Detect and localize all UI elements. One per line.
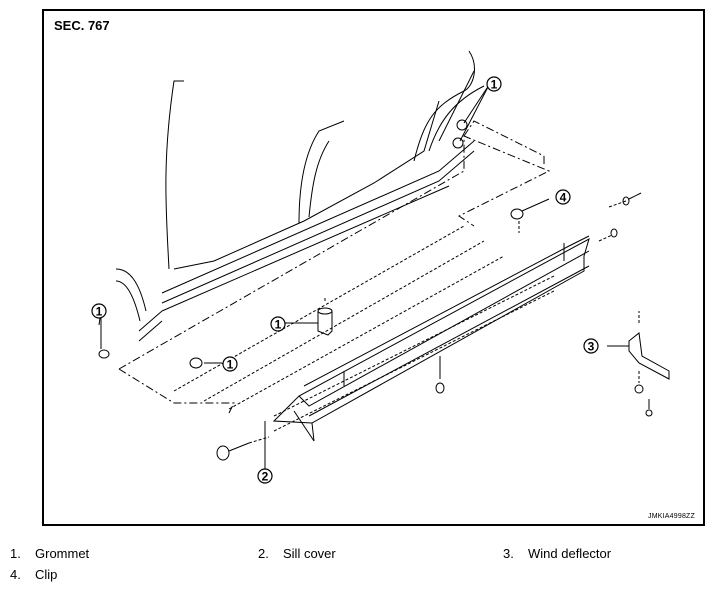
bolt-bottom [435,356,445,394]
sill-cover-exploded-diagram: 1 1 1 1 2 3 4 [91,50,670,484]
callout-group: 1 1 1 1 2 3 4 [91,76,599,484]
callout-4: 4 [555,189,571,205]
callout-4-text: 4 [560,191,567,205]
grommet-lower [189,357,222,369]
callout-1-lower-text: 1 [227,358,234,372]
screw-front [216,436,270,461]
bolts-rear [598,192,642,242]
legend-number: 3. [503,546,514,561]
legend-name: Clip [35,567,58,582]
legend-number: 2. [258,546,269,561]
panel-grid [173,225,555,432]
callout-2: 2 [257,468,273,484]
sill-cover-body [272,235,590,442]
reference-code: JMKIA4998ZZ [648,513,695,520]
clip-part [510,198,550,233]
section-label: SEC. 767 [54,18,110,33]
callout-1-center-text: 1 [275,318,282,332]
wind-deflector-part [607,311,670,417]
callout-1-upper: 1 [486,76,502,92]
legend-number: 1. [10,546,21,561]
callout-3-text: 3 [588,340,595,354]
callout-1-lower: 1 [222,356,238,372]
legend-name: Sill cover [283,546,336,561]
callout-3: 3 [583,338,599,354]
legend-number: 4. [10,567,21,582]
callout-1-upper-text: 1 [491,78,498,92]
diagram-frame: 1 1 1 1 2 3 4 [42,9,705,526]
legend-name: Wind deflector [528,546,612,561]
callout-1-center: 1 [270,316,286,332]
callout-1-left: 1 [91,303,107,319]
vehicle-body-outline [115,50,485,342]
grommets-upper [452,84,490,149]
legend-name: Grommet [35,546,90,561]
callout-2-text: 2 [262,470,269,484]
callout-1-left-text: 1 [96,305,103,319]
grommet-center [317,296,333,336]
callout-leaders [98,310,318,473]
